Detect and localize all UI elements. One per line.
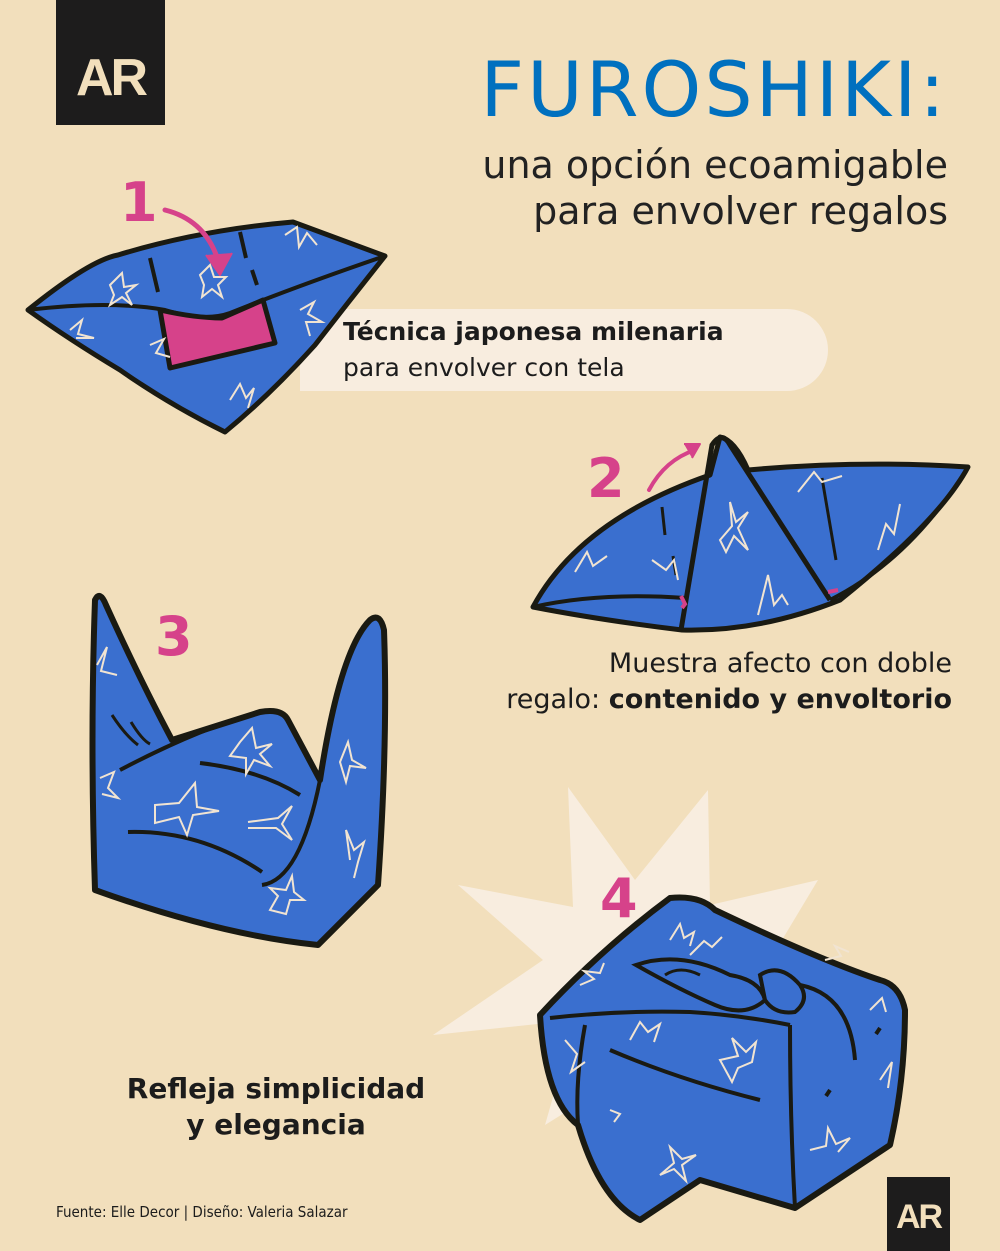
page-subtitle: una opción ecoamigable para envolver reg… xyxy=(482,142,948,234)
logo-text: AR xyxy=(895,1197,943,1236)
ar-logo-bottom: AR xyxy=(887,1177,950,1251)
step-2-line-2: regalo: contenido y envoltorio xyxy=(506,682,952,718)
step-1-bold-text: Técnica japonesa milenaria xyxy=(343,317,724,346)
step-2-prefix: regalo: xyxy=(506,684,609,715)
logo-text: AR xyxy=(75,48,148,107)
ar-logo-top: AR xyxy=(56,0,165,125)
step-4-line-2: y elegancia xyxy=(186,1108,366,1141)
step-4-description: Refleja simplicidad y elegancia xyxy=(104,1071,448,1143)
subtitle-line-1: una opción ecoamigable xyxy=(482,143,948,187)
step-1-description: Técnica japonesa milenaria para envolver… xyxy=(343,314,724,386)
step-1-regular-text: para envolver con tela xyxy=(343,353,625,382)
step-1-text-pill xyxy=(300,309,828,391)
step-2-description: Muestra afecto con doble regalo: conteni… xyxy=(506,646,952,718)
page-title: FUROSHIKI: xyxy=(480,45,948,134)
step-4-number: 4 xyxy=(600,867,638,930)
step-2-number: 2 xyxy=(587,447,625,510)
step-4-line-1: Refleja simplicidad xyxy=(126,1072,426,1105)
step-2-line-1: Muestra afecto con doble xyxy=(608,648,952,679)
step-2-bold-text: contenido y envoltorio xyxy=(608,684,952,715)
subtitle-line-2: para envolver regalos xyxy=(533,189,948,233)
step-1-number: 1 xyxy=(120,171,158,234)
step-3-number: 3 xyxy=(155,605,193,668)
footer-credit: Fuente: Elle Decor | Diseño: Valeria Sal… xyxy=(56,1203,348,1221)
